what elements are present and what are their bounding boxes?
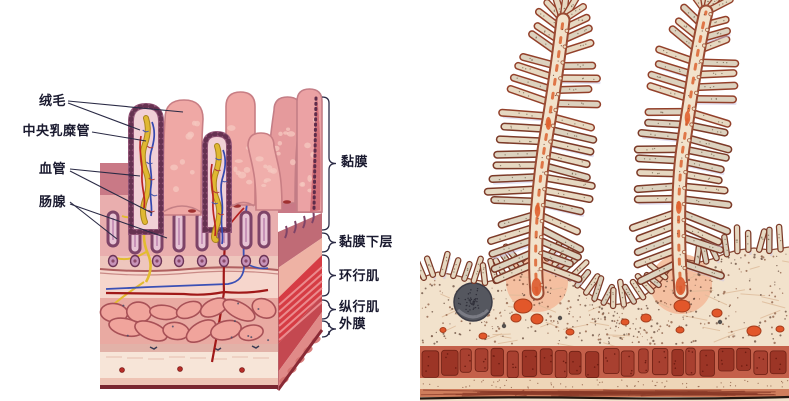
label-blood-vessel: 血管 [38, 162, 66, 177]
label-serosa: 外膜 [339, 317, 367, 332]
histology-villus-2 [628, 0, 740, 300]
block-side-face [276, 210, 324, 391]
label-villi: 绒毛 [38, 94, 66, 109]
muscle-layers [99, 297, 277, 344]
leader-lines-and-braces [67, 96, 337, 338]
label-longitudinal-muscle: 纵行肌 [339, 300, 380, 315]
label-circular-muscle: 环行肌 [339, 269, 380, 284]
villus-histology-illustration [420, 0, 789, 401]
villi-group [127, 88, 323, 245]
label-central-lacteal: 中央乳糜管 [22, 124, 90, 139]
histology-deep-layers [420, 346, 789, 400]
villus-block-diagram [67, 88, 337, 391]
histology-villus-1 [483, 0, 602, 301]
label-mucosa: 黏膜 [341, 155, 369, 170]
label-submucosa: 黏膜下层 [339, 235, 394, 250]
label-intestinal-gland: 肠腺 [38, 195, 66, 210]
